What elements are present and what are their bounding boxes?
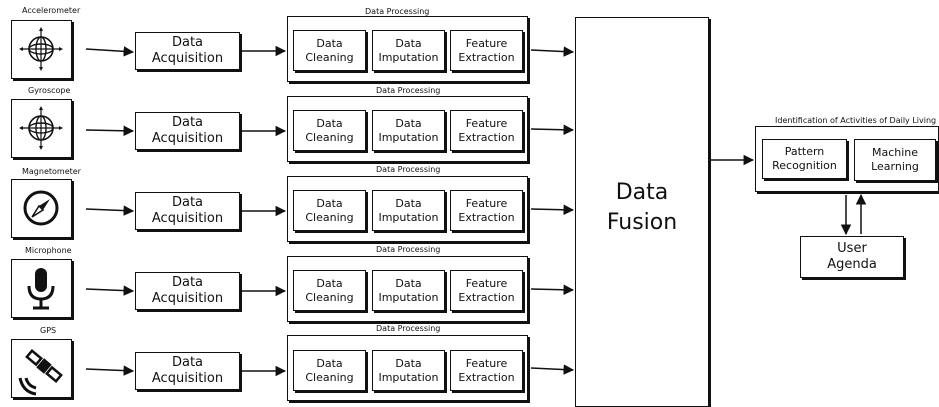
arrow-processing-to-fusion bbox=[530, 204, 575, 216]
sensor-label-accelerometer: Accelerometer bbox=[22, 6, 81, 15]
microphone-icon bbox=[27, 268, 55, 310]
sensor-label-magnetometer: Magnetometer bbox=[22, 167, 81, 176]
data-imputation-box: Data Imputation bbox=[372, 190, 445, 231]
user-agenda-box: User Agenda bbox=[800, 236, 904, 278]
feature-extraction-box: Feature Extraction bbox=[450, 190, 523, 231]
sensor-box-accelerometer bbox=[11, 20, 72, 79]
feature-extraction-box: Feature Extraction bbox=[450, 270, 523, 311]
data-acquisition-box: Data Acquisition bbox=[135, 112, 240, 150]
data-acquisition-box: Data Acquisition bbox=[135, 352, 240, 390]
arrow-sensor-to-acquisition bbox=[85, 285, 135, 296]
data-acquisition-box: Data Acquisition bbox=[135, 272, 240, 310]
data-processing-title: Data Processing bbox=[376, 165, 441, 174]
satellite-icon bbox=[18, 348, 63, 396]
data-imputation-box: Data Imputation bbox=[372, 30, 445, 71]
data-imputation-box: Data Imputation bbox=[372, 350, 445, 391]
data-cleaning-box: Data Cleaning bbox=[293, 30, 366, 71]
data-imputation-box: Data Imputation bbox=[372, 270, 445, 311]
data-processing-title: Data Processing bbox=[376, 324, 441, 333]
sensor-label-gyroscope: Gyroscope bbox=[28, 86, 71, 95]
feature-extraction-box: Feature Extraction bbox=[450, 110, 523, 151]
feature-extraction-box: Feature Extraction bbox=[450, 350, 523, 391]
sensor-box-gyroscope bbox=[11, 99, 72, 158]
data-fusion-label: Data Fusion bbox=[606, 180, 678, 235]
gyroscope-icon bbox=[19, 106, 63, 150]
pattern-recognition-box: Pattern Recognition bbox=[762, 139, 847, 179]
arrow-processing-to-fusion bbox=[530, 124, 575, 136]
data-cleaning-box: Data Cleaning bbox=[293, 270, 366, 311]
arrow-sensor-to-acquisition bbox=[85, 205, 135, 216]
data-acquisition-box: Data Acquisition bbox=[135, 192, 240, 230]
compass-icon bbox=[23, 190, 59, 226]
data-processing-title: Data Processing bbox=[376, 86, 441, 95]
machine-learning-box: Machine Learning bbox=[854, 139, 936, 181]
data-cleaning-box: Data Cleaning bbox=[293, 110, 366, 151]
arrow-sensor-to-acquisition bbox=[85, 125, 135, 137]
data-processing-title: Data Processing bbox=[365, 7, 430, 16]
accelerometer-icon bbox=[19, 27, 63, 71]
arrow-processing-to-fusion bbox=[530, 46, 575, 57]
data-acquisition-box: Data Acquisition bbox=[135, 32, 240, 70]
sensor-box-microphone bbox=[11, 259, 72, 318]
data-processing-title: Data Processing bbox=[376, 245, 441, 254]
data-imputation-box: Data Imputation bbox=[372, 110, 445, 151]
sensor-label-gps: GPS bbox=[40, 326, 57, 335]
identification-title: Identification of Activities of Daily Li… bbox=[775, 116, 937, 125]
arrow-processing-to-fusion bbox=[530, 284, 575, 296]
feature-extraction-box: Feature Extraction bbox=[450, 30, 523, 71]
data-cleaning-box: Data Cleaning bbox=[293, 190, 366, 231]
arrow-sensor-to-acquisition bbox=[85, 46, 135, 57]
sensor-box-gps bbox=[11, 339, 72, 398]
data-cleaning-box: Data Cleaning bbox=[293, 350, 366, 391]
sensor-box-magnetometer bbox=[11, 179, 72, 238]
arrow-sensor-to-acquisition bbox=[85, 365, 135, 376]
data-fusion-box: Data Fusion bbox=[575, 17, 709, 407]
arrow-processing-to-fusion bbox=[530, 364, 575, 375]
sensor-label-microphone: Microphone bbox=[25, 246, 72, 255]
